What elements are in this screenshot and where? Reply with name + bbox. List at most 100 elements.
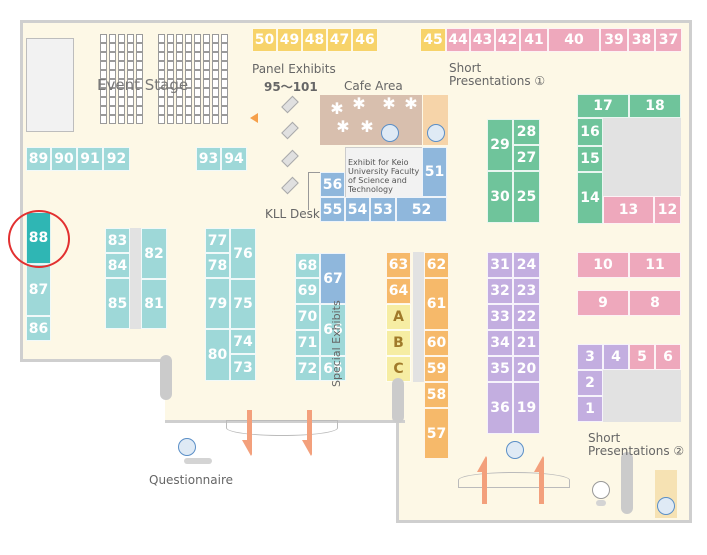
booth-13[interactable]: 13 bbox=[603, 196, 654, 224]
booth-48[interactable]: 48 bbox=[302, 28, 327, 52]
booth-74[interactable]: 74 bbox=[230, 329, 256, 354]
booth-9[interactable]: 9 bbox=[577, 290, 629, 316]
booth-89[interactable]: 89 bbox=[26, 147, 51, 171]
booth-68[interactable]: 68 bbox=[295, 253, 320, 278]
booth-90[interactable]: 90 bbox=[51, 147, 77, 171]
booth-43[interactable]: 43 bbox=[470, 28, 495, 52]
booth-51[interactable]: 51 bbox=[422, 147, 447, 197]
booth-81[interactable]: 81 bbox=[141, 279, 167, 329]
booth-70[interactable]: 70 bbox=[295, 304, 320, 330]
questionnaire-icon[interactable] bbox=[178, 438, 196, 456]
booth-82[interactable]: 82 bbox=[141, 228, 167, 279]
booth-16[interactable]: 16 bbox=[577, 118, 603, 146]
booth-62[interactable]: 62 bbox=[424, 252, 449, 278]
booth-65[interactable]: 65 bbox=[320, 356, 346, 381]
booth-56[interactable]: 56 bbox=[320, 172, 345, 197]
booth-41[interactable]: 41 bbox=[520, 28, 548, 52]
booth-36[interactable]: 36 bbox=[487, 382, 513, 434]
booth-71[interactable]: 71 bbox=[295, 330, 320, 356]
booth-94[interactable]: 94 bbox=[221, 147, 247, 171]
booth-31[interactable]: 31 bbox=[487, 252, 513, 278]
booth-15[interactable]: 15 bbox=[577, 146, 603, 172]
booth-28[interactable]: 28 bbox=[513, 119, 540, 145]
booth-55[interactable]: 55 bbox=[320, 197, 345, 222]
cafe-presentation-icon[interactable] bbox=[381, 124, 399, 142]
booth-8[interactable]: 8 bbox=[629, 290, 681, 316]
booth-b[interactable]: B bbox=[386, 330, 411, 356]
booth-77[interactable]: 77 bbox=[205, 228, 230, 253]
presentation-icon[interactable] bbox=[657, 497, 675, 515]
booth-18[interactable]: 18 bbox=[629, 94, 681, 118]
booth-24[interactable]: 24 bbox=[513, 252, 540, 278]
booth-35[interactable]: 35 bbox=[487, 356, 513, 382]
booth-44[interactable]: 44 bbox=[446, 28, 470, 52]
booth-87[interactable]: 87 bbox=[26, 264, 51, 316]
booth-85[interactable]: 85 bbox=[105, 278, 130, 329]
booth-29[interactable]: 29 bbox=[487, 119, 513, 171]
booth-21[interactable]: 21 bbox=[513, 330, 540, 356]
booth-66[interactable]: 66 bbox=[320, 304, 346, 356]
booth-86[interactable]: 86 bbox=[26, 316, 51, 341]
presentation-icon[interactable] bbox=[427, 124, 445, 142]
booth-25[interactable]: 25 bbox=[513, 171, 540, 223]
booth-63[interactable]: 63 bbox=[386, 252, 411, 278]
booth-92[interactable]: 92 bbox=[103, 147, 130, 171]
booth-10[interactable]: 10 bbox=[577, 252, 629, 278]
booth-2[interactable]: 2 bbox=[577, 370, 603, 396]
booth-12[interactable]: 12 bbox=[654, 196, 681, 224]
booth-84[interactable]: 84 bbox=[105, 253, 130, 278]
booth-47[interactable]: 47 bbox=[327, 28, 352, 52]
booth-14[interactable]: 14 bbox=[577, 172, 603, 224]
booth-91[interactable]: 91 bbox=[77, 147, 103, 171]
booth-49[interactable]: 49 bbox=[277, 28, 302, 52]
stage-chair bbox=[127, 61, 134, 70]
booth-5[interactable]: 5 bbox=[629, 344, 655, 370]
booth-19[interactable]: 19 bbox=[513, 382, 540, 434]
booth-59[interactable]: 59 bbox=[424, 356, 449, 382]
booth-40[interactable]: 40 bbox=[548, 28, 600, 52]
booth-45[interactable]: 45 bbox=[420, 28, 446, 52]
booth-38[interactable]: 38 bbox=[628, 28, 655, 52]
booth-32[interactable]: 32 bbox=[487, 278, 513, 304]
booth-17[interactable]: 17 bbox=[577, 94, 629, 118]
booth-1[interactable]: 1 bbox=[577, 396, 603, 422]
booth-a[interactable]: A bbox=[386, 304, 411, 330]
booth-37[interactable]: 37 bbox=[655, 28, 682, 52]
booth-39[interactable]: 39 bbox=[600, 28, 628, 52]
booth-33[interactable]: 33 bbox=[487, 304, 513, 330]
booth-3[interactable]: 3 bbox=[577, 344, 603, 370]
booth-54[interactable]: 54 bbox=[345, 197, 370, 222]
booth-72[interactable]: 72 bbox=[295, 356, 320, 381]
booth-75[interactable]: 75 bbox=[230, 279, 256, 329]
info-icon[interactable] bbox=[592, 481, 610, 499]
booth-60[interactable]: 60 bbox=[424, 330, 449, 356]
booth-93[interactable]: 93 bbox=[196, 147, 221, 171]
booth-50[interactable]: 50 bbox=[252, 28, 277, 52]
booth-6[interactable]: 6 bbox=[655, 344, 681, 370]
booth-53[interactable]: 53 bbox=[370, 197, 396, 222]
booth-20[interactable]: 20 bbox=[513, 356, 540, 382]
booth-79[interactable]: 79 bbox=[205, 278, 230, 329]
booth-64[interactable]: 64 bbox=[386, 278, 411, 304]
booth-69[interactable]: 69 bbox=[295, 278, 320, 304]
booth-80[interactable]: 80 bbox=[205, 329, 230, 381]
booth-4[interactable]: 4 bbox=[603, 344, 629, 370]
presentation-icon[interactable] bbox=[506, 441, 524, 459]
booth-57[interactable]: 57 bbox=[424, 408, 449, 459]
booth-67[interactable]: 67 bbox=[320, 253, 346, 304]
booth-76[interactable]: 76 bbox=[230, 228, 256, 279]
booth-52[interactable]: 52 bbox=[396, 197, 447, 222]
booth-11[interactable]: 11 bbox=[629, 252, 681, 278]
booth-22[interactable]: 22 bbox=[513, 304, 540, 330]
booth-78[interactable]: 78 bbox=[205, 253, 230, 278]
booth-73[interactable]: 73 bbox=[230, 354, 256, 381]
booth-42[interactable]: 42 bbox=[495, 28, 520, 52]
booth-61[interactable]: 61 bbox=[424, 278, 449, 330]
booth-34[interactable]: 34 bbox=[487, 330, 513, 356]
booth-58[interactable]: 58 bbox=[424, 382, 449, 408]
booth-46[interactable]: 46 bbox=[352, 28, 378, 52]
booth-30[interactable]: 30 bbox=[487, 171, 513, 223]
booth-23[interactable]: 23 bbox=[513, 278, 540, 304]
booth-27[interactable]: 27 bbox=[513, 145, 540, 171]
booth-83[interactable]: 83 bbox=[105, 228, 130, 253]
